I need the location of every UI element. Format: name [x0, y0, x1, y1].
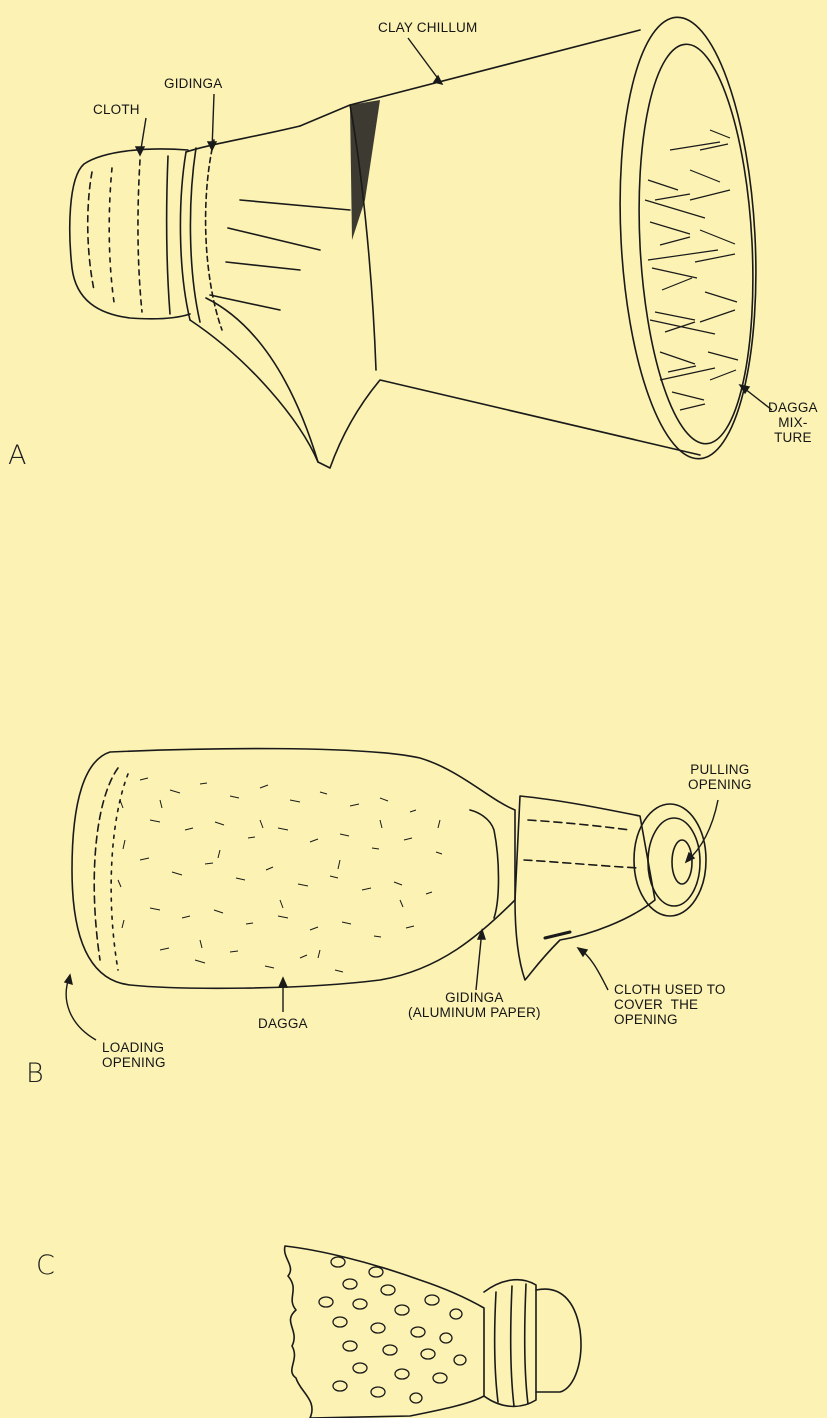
- perforated-cone: [285, 1246, 484, 1418]
- cap: [536, 1289, 581, 1392]
- perforation-holes: [319, 1257, 466, 1403]
